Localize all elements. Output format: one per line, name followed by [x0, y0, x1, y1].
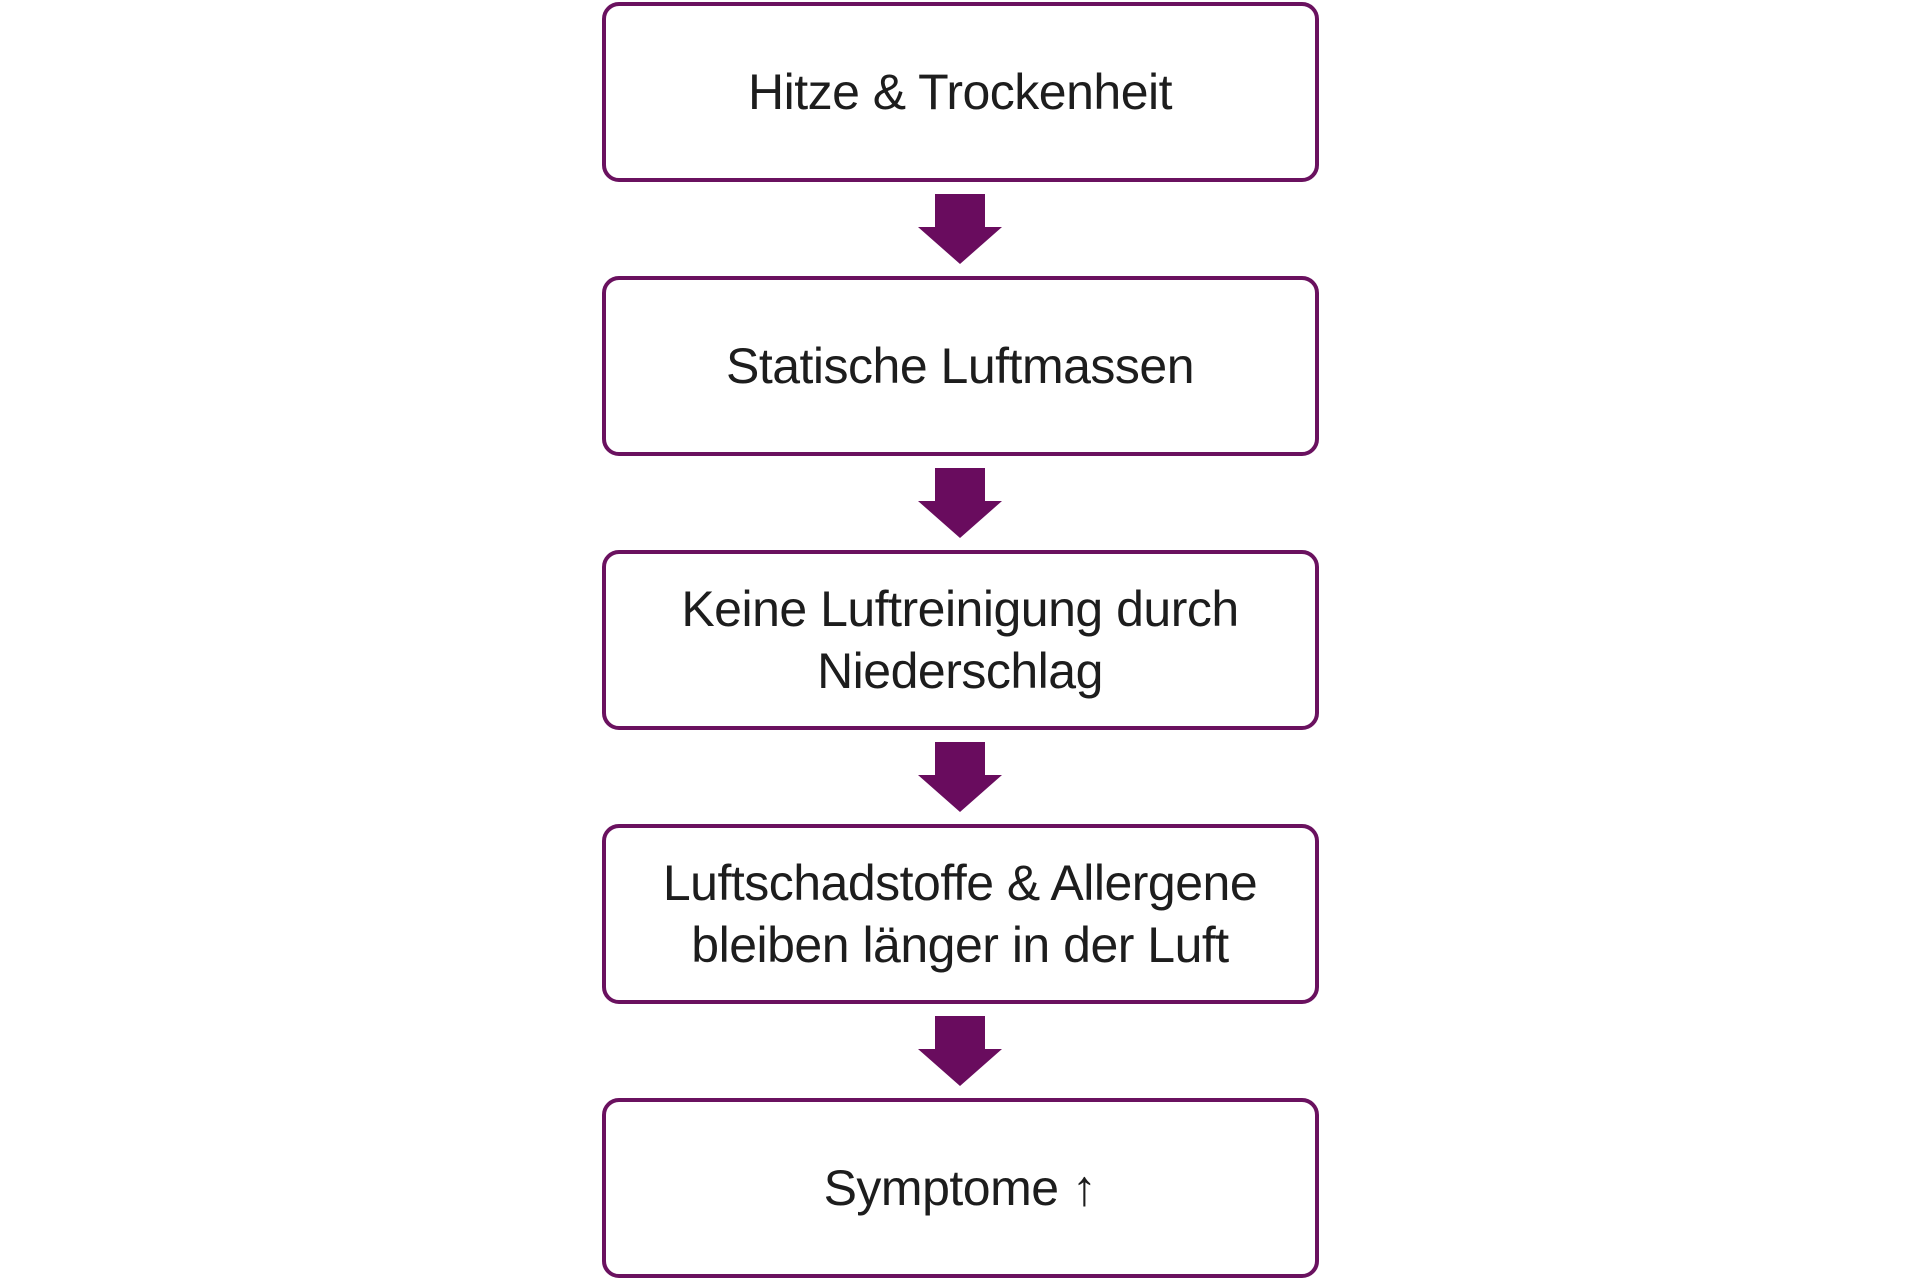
connector-2	[918, 456, 1002, 550]
flow-node-label: Statische Luftmassen	[725, 338, 1195, 394]
flow-node-label: Symptome ↑	[823, 1160, 1097, 1216]
flow-node-keine-luftreinigung: Keine Luftreinigung durch Niederschlag	[601, 550, 1319, 730]
down-arrow-icon	[918, 1016, 1002, 1086]
connector-1	[918, 182, 1002, 276]
flow-node-luftschadstoffe-allergene: Luftschadstoffe & Allergene bleiben läng…	[601, 824, 1319, 1004]
flow-node-label: Luftschadstoffe & Allergene bleiben läng…	[662, 855, 1258, 973]
down-arrow-icon	[918, 468, 1002, 538]
flow-node-label: Keine Luftreinigung durch Niederschlag	[681, 581, 1239, 699]
flow-node-statische-luftmassen: Statische Luftmassen	[601, 276, 1319, 456]
down-arrow-icon	[918, 194, 1002, 264]
down-arrow-icon	[918, 742, 1002, 812]
connector-4	[918, 1004, 1002, 1098]
flow-node-hitze-trockenheit: Hitze & Trockenheit	[601, 2, 1319, 182]
connector-3	[918, 730, 1002, 824]
flow-node-symptome: Symptome ↑	[601, 1098, 1319, 1278]
flow-node-label: Hitze & Trockenheit	[747, 64, 1173, 120]
